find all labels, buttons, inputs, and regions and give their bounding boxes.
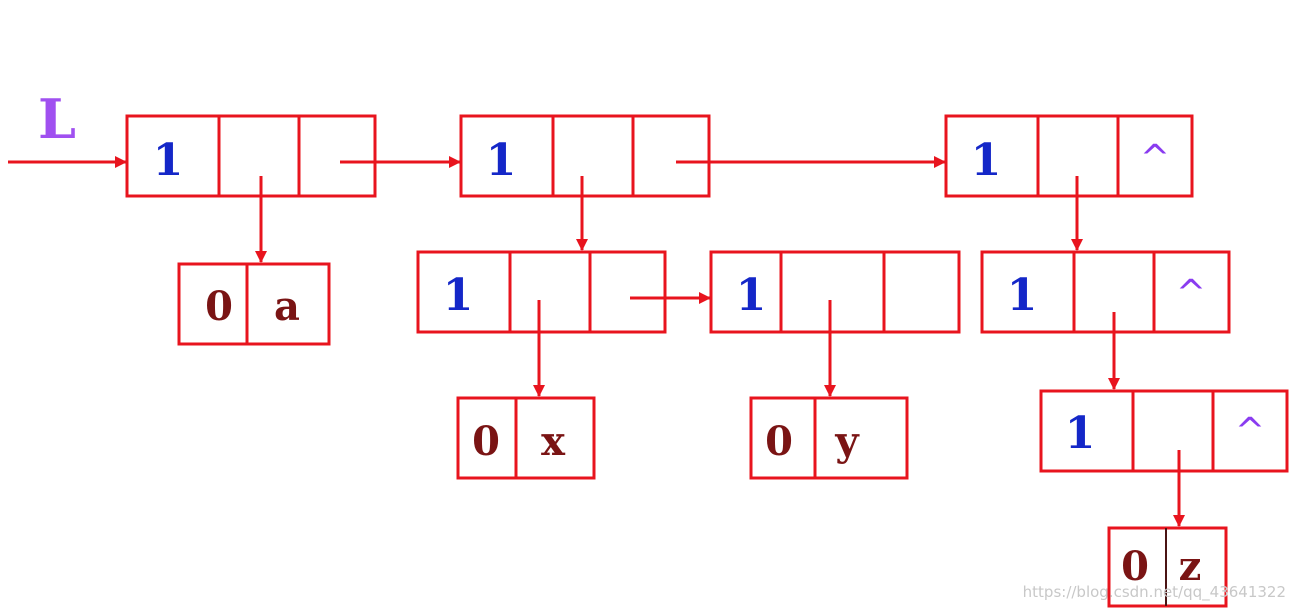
nil-tail: ^ — [1140, 138, 1170, 179]
sub-node-d: 1 ^ — [1039, 389, 1289, 473]
atom-node-y: 0 y — [749, 396, 909, 480]
atom-tag: 0 — [205, 283, 233, 330]
atom-value: x — [541, 418, 566, 465]
node-tag: 1 — [486, 135, 517, 186]
node-tag: 1 — [1007, 270, 1038, 321]
atom-node-z: 0 z — [1107, 526, 1228, 608]
atom-tag: 0 — [1121, 543, 1149, 590]
top-node-1: 1 — [125, 114, 377, 198]
atom-node-x: 0 x — [456, 396, 596, 480]
atom-value: z — [1179, 543, 1202, 590]
node-tag: 1 — [1065, 408, 1096, 459]
nil-tail: ^ — [1176, 273, 1206, 314]
node-tag: 1 — [153, 135, 184, 186]
sub-node-b: 1 — [709, 250, 961, 334]
atom-tag: 0 — [472, 418, 500, 465]
sub-node-c: 1 ^ — [980, 250, 1231, 334]
top-node-2: 1 — [459, 114, 711, 198]
node-tag: 1 — [443, 270, 474, 321]
atom-tag: 0 — [765, 418, 793, 465]
atom-value: y — [834, 418, 860, 465]
sub-node-a: 1 — [416, 250, 667, 334]
top-node-3: 1 ^ — [944, 114, 1194, 198]
atom-value: a — [274, 283, 300, 330]
watermark: https://blog.csdn.net/qq_43641322 — [1023, 583, 1286, 602]
node-tag: 1 — [971, 135, 1002, 186]
atom-node-a: 0 a — [177, 262, 331, 346]
node-tag: 1 — [736, 270, 767, 321]
nil-tail: ^ — [1235, 411, 1265, 452]
head-pointer-label: L — [38, 87, 76, 151]
